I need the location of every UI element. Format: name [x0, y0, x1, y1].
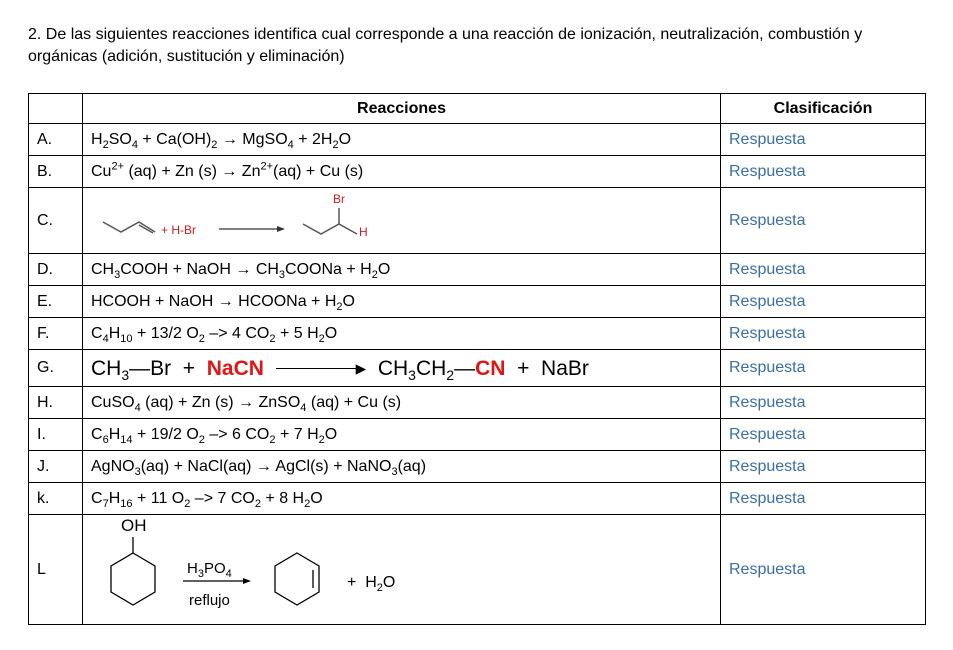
reaction-structure: OH H3PO4 reflujo + H2O: [82, 514, 721, 625]
propene-skeleton: [102, 221, 156, 233]
table-row: C. + H-Br Br H Respuesta: [28, 187, 926, 254]
answer-field[interactable]: Respuesta: [720, 317, 926, 350]
reaction-equation: CuSO4 (aq) + Zn (s) → ZnSO4 (aq) + Cu (s…: [82, 386, 721, 419]
reaction-equation: C6H14 + 19/2 O2 –> 6 CO2 + 7 H2O: [82, 418, 721, 451]
row-label: D.: [28, 253, 83, 286]
bromine-label: Br: [333, 192, 345, 206]
arrow-head: [243, 578, 251, 584]
answer-field[interactable]: Respuesta: [720, 418, 926, 451]
answer-field[interactable]: Respuesta: [720, 349, 926, 387]
hydrogen-label: H: [359, 225, 368, 239]
header-blank: [28, 93, 83, 124]
table-row: E. HCOOH + NaOH → HCOONa + H2O Respuesta: [28, 285, 926, 318]
row-label: A.: [28, 123, 83, 156]
row-label: k.: [28, 482, 83, 515]
table-row: I. C6H14 + 19/2 O2 –> 6 CO2 + 7 H2O Resp…: [28, 418, 926, 451]
reagent-text: + H-Br: [161, 223, 196, 237]
table-row: A. H2SO4 + Ca(OH)2 → MgSO4 + 2H2O Respue…: [28, 123, 926, 156]
cyclohexanol-ring: [110, 552, 156, 606]
row-label: E.: [28, 285, 83, 318]
answer-field[interactable]: Respuesta: [720, 386, 926, 419]
answer-field[interactable]: Respuesta: [720, 450, 926, 483]
table-row: J. AgNO3(aq) + NaCl(aq) → AgCl(s) + NaNO…: [28, 450, 926, 483]
hydroxyl-label: OH: [121, 516, 147, 535]
alkene-addition-diagram: + H-Br Br H: [102, 192, 368, 239]
table-row: G. CH3—Br + NaCN ▸ CH3CH2—CN + NaBr Resp…: [28, 349, 926, 387]
answer-field[interactable]: Respuesta: [720, 187, 926, 254]
catalyst-label: H3PO4: [187, 560, 232, 580]
reaction-equation: CH3COOH + NaOH → CH3COONa + H2O: [82, 253, 721, 286]
answer-field[interactable]: Respuesta: [720, 253, 926, 286]
row-label: F.: [28, 317, 83, 350]
reaction-equation: H2SO4 + Ca(OH)2 → MgSO4 + 2H2O: [82, 123, 721, 156]
table-row: k. C7H16 + 11 O2 –> 7 CO2 + 8 H2O Respue…: [28, 482, 926, 515]
row-label: G.: [28, 349, 83, 387]
table-row: B. Cu2+ (aq) + Zn (s) → Zn2+(aq) + Cu (s…: [28, 155, 926, 188]
table-row: H. CuSO4 (aq) + Zn (s) → ZnSO4 (aq) + Cu…: [28, 386, 926, 419]
reaction-equation: CH3—Br + NaCN ▸ CH3CH2—CN + NaBr: [82, 349, 721, 387]
reaction-equation: C4H10 + 13/2 O2 –> 4 CO2 + 5 H2O: [82, 317, 721, 350]
answer-field[interactable]: Respuesta: [720, 123, 926, 156]
header-clasificacion: Clasificación: [720, 93, 926, 124]
reaction-equation: AgNO3(aq) + NaCl(aq) → AgCl(s) + NaNO3(a…: [82, 450, 721, 483]
reaction-equation: Cu2+ (aq) + Zn (s) → Zn2+(aq) + Cu (s): [82, 155, 721, 188]
reaction-structure: + H-Br Br H: [82, 187, 721, 254]
answer-field[interactable]: Respuesta: [720, 482, 926, 515]
table-row: F. C4H10 + 13/2 O2 –> 4 CO2 + 5 H2O Resp…: [28, 317, 926, 350]
arrow-head: [277, 226, 285, 232]
row-label: B.: [28, 155, 83, 188]
dehydration-diagram: OH H3PO4 reflujo + H2O: [110, 516, 395, 609]
row-label: C.: [28, 187, 83, 254]
header-reacciones: Reacciones: [82, 93, 721, 124]
product-skeleton: [302, 223, 358, 235]
question-prompt: 2. De las siguientes reacciones identifi…: [28, 26, 863, 65]
condition-label: reflujo: [189, 592, 230, 609]
answer-field[interactable]: Respuesta: [720, 285, 926, 318]
table-row: L OH H3PO4 reflujo + H2O Respuesta: [28, 514, 926, 625]
table-header-row: Reacciones Clasificación: [28, 93, 926, 124]
row-label: I.: [28, 418, 83, 451]
reactions-table: Reacciones Clasificación A. H2SO4 + Ca(O…: [28, 93, 926, 625]
answer-field[interactable]: Respuesta: [720, 155, 926, 188]
double-bond-line: [138, 224, 154, 234]
reaction-equation: HCOOH + NaOH → HCOONa + H2O: [82, 285, 721, 318]
row-label: H.: [28, 386, 83, 419]
cyclohexene-ring: [274, 552, 320, 606]
water-label: + H2O: [347, 574, 395, 594]
row-label: J.: [28, 450, 83, 483]
answer-field[interactable]: Respuesta: [720, 514, 926, 625]
reaction-equation: C7H16 + 11 O2 –> 7 CO2 + 8 H2O: [82, 482, 721, 515]
row-label: L: [28, 514, 83, 625]
table-row: D. CH3COOH + NaOH → CH3COONa + H2O Respu…: [28, 253, 926, 286]
